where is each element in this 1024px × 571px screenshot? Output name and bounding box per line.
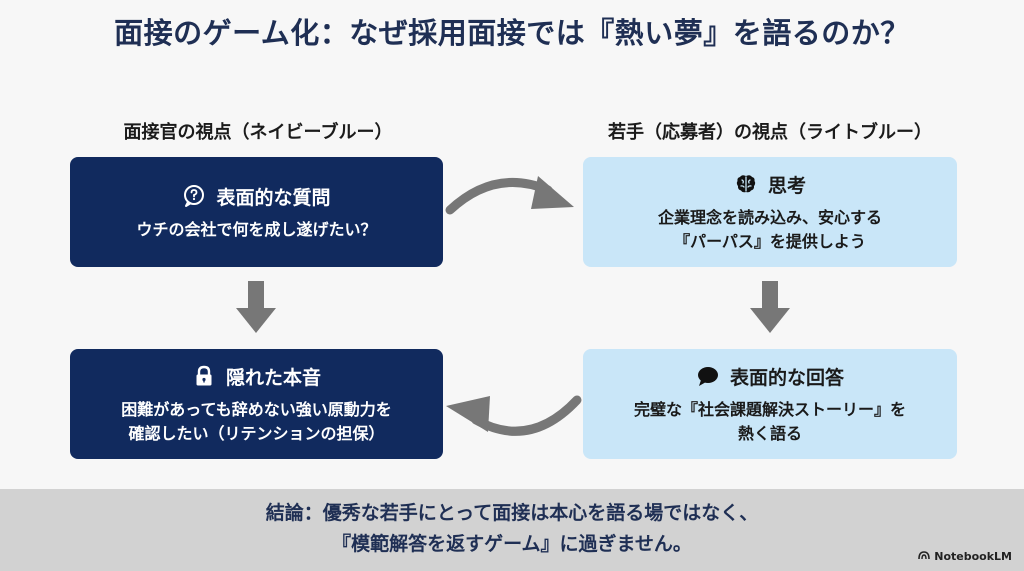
surface-answer-heading: 表面的な回答 — [729, 366, 844, 389]
hidden-intent-text-line1: 困難があっても辞めない強い原動力を — [121, 399, 392, 419]
applicant-thinking-box: 思考 企業理念を読み込み、安心する 『パーパス』を提供しよう — [583, 157, 957, 267]
arrow-down-left — [236, 281, 276, 333]
applicant-perspective-label: 若手（応募者）の視点（ライトブルー） — [608, 122, 932, 143]
arrow-down-right — [750, 281, 790, 333]
lock-icon — [192, 364, 216, 388]
surface-question-heading: 表面的な質問 — [216, 186, 331, 209]
conclusion-banner — [0, 489, 1024, 571]
conclusion-line1: 結論：優秀な若手にとって面接は本心を語る場ではなく、 — [265, 502, 759, 524]
hidden-intent-text-line2: 確認したい（リテンションの担保） — [128, 423, 385, 443]
notebooklm-icon — [918, 550, 931, 563]
page-title: 面接のゲーム化：なぜ採用面接では『熱い夢』を語るのか？ — [114, 16, 910, 50]
brand-name: NotebookLM — [934, 550, 1012, 563]
applicant-thinking-heading: 思考 — [767, 174, 806, 197]
surface-answer-text-line2: 熱く語る — [737, 423, 802, 443]
arrow-curve-to-interviewer — [446, 395, 582, 436]
hidden-intent-box: 隠れた本音 困難があっても辞めない強い原動力を 確認したい（リテンションの担保） — [70, 349, 443, 459]
brain-icon — [734, 172, 758, 196]
surface-question-box: 表面的な質問 ウチの会社で何を成し遂げたい？ — [70, 157, 443, 267]
surface-question-text: ウチの会社で何を成し遂げたい？ — [136, 219, 377, 239]
speech-bubble-icon — [696, 364, 720, 388]
applicant-thinking-text-line1: 企業理念を読み込み、安心する — [657, 207, 882, 227]
arrow-curve-to-applicant — [445, 176, 574, 215]
brand-logo: NotebookLM — [918, 550, 1012, 563]
conclusion-line2: 『模範解答を返すゲーム』に過ぎません。 — [332, 533, 692, 555]
interviewer-perspective-label: 面接官の視点（ネイビーブルー） — [123, 122, 393, 143]
applicant-thinking-text-line2: 『パーパス』を提供しよう — [674, 231, 866, 251]
surface-answer-text-line1: 完璧な『社会課題解決ストーリー』を — [633, 399, 906, 419]
hidden-intent-heading: 隠れた本音 — [225, 366, 321, 389]
conclusion-text: 結論：優秀な若手にとって面接は本心を語る場ではなく、 『模範解答を返すゲーム』に… — [0, 498, 1024, 560]
question-chat-icon — [182, 184, 206, 208]
surface-answer-box: 表面的な回答 完璧な『社会課題解決ストーリー』を 熱く語る — [583, 349, 957, 459]
